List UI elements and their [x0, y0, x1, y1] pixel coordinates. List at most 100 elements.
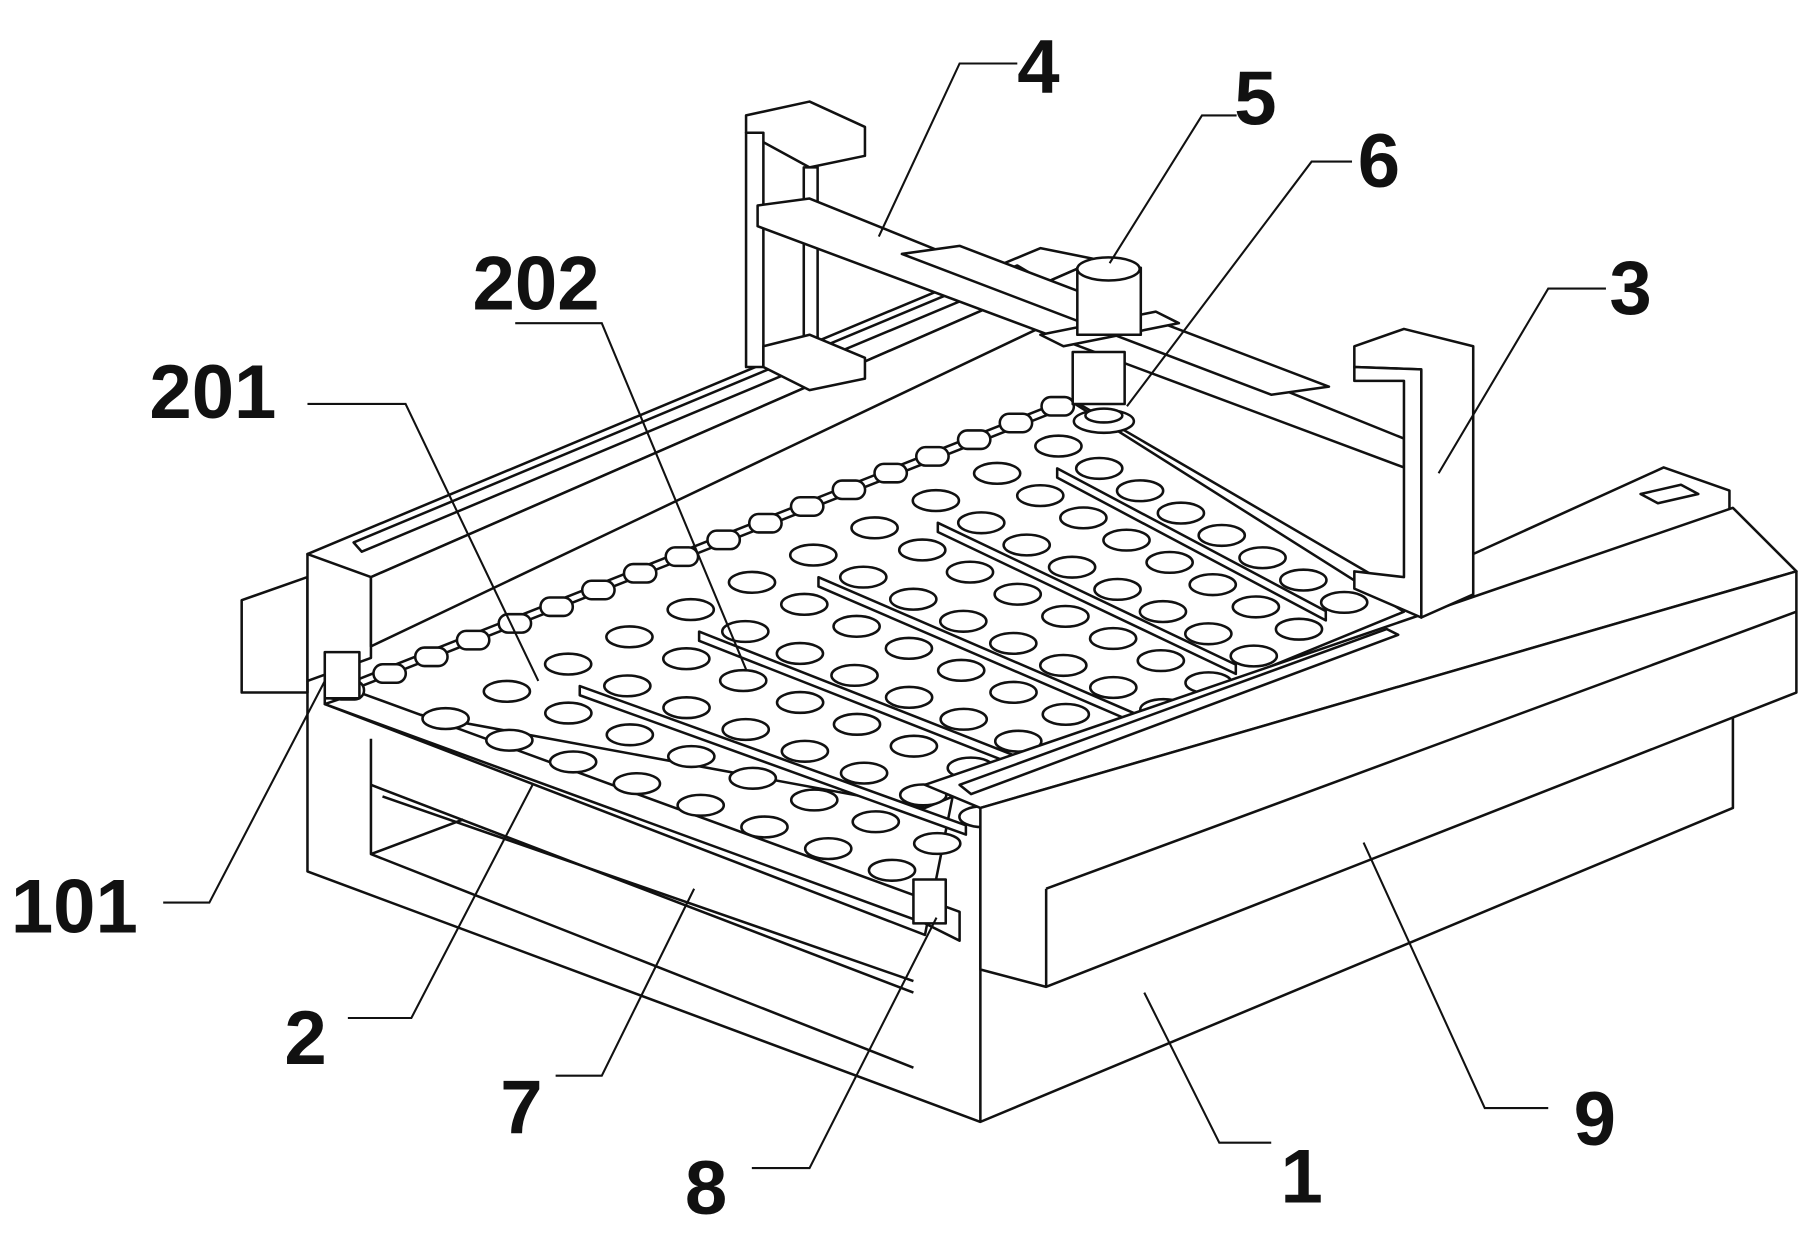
tray-hole: [614, 773, 660, 794]
tray-hole: [852, 517, 898, 538]
roller: [791, 497, 823, 515]
tray-hole: [606, 626, 652, 647]
tray-hole: [834, 616, 880, 637]
tray-hole: [668, 599, 714, 620]
label-7: 7: [500, 1065, 542, 1150]
tray-hole: [1060, 507, 1106, 528]
label-101: 101: [11, 865, 138, 950]
tray-hole: [913, 490, 959, 511]
tray-hole: [890, 589, 936, 610]
roller: [1042, 397, 1074, 415]
tray-hole: [1138, 650, 1184, 671]
tray-hole: [899, 540, 945, 561]
tray-hole: [914, 833, 960, 854]
tray-hole: [1140, 601, 1186, 622]
tray-hole: [607, 724, 653, 745]
tray-hole: [1035, 436, 1081, 457]
tray-hole: [938, 660, 984, 681]
gantry-right-post: [1354, 329, 1473, 618]
tray-hole: [834, 714, 880, 735]
tray-hole: [1117, 480, 1163, 501]
tray-hole: [941, 709, 987, 730]
label-6: 6: [1358, 119, 1400, 204]
block-8: [913, 880, 945, 924]
tray-hole: [840, 567, 886, 588]
roller: [708, 531, 740, 549]
tray-hole: [720, 670, 766, 691]
tray-hole: [947, 562, 993, 583]
tray-hole: [1147, 552, 1193, 573]
label-3: 3: [1609, 246, 1651, 331]
tray-hole: [995, 584, 1041, 605]
tray-hole: [723, 719, 769, 740]
tray-hole: [423, 708, 469, 729]
roller: [373, 664, 405, 682]
tray-hole: [869, 860, 915, 881]
label-1: 1: [1280, 1135, 1322, 1220]
tray-hole: [1042, 606, 1088, 627]
tray-hole: [1321, 592, 1367, 613]
tray-hole: [663, 648, 709, 669]
roller: [1000, 414, 1032, 432]
roller: [624, 564, 656, 582]
tray-hole: [940, 611, 986, 632]
tray-hole: [1190, 574, 1236, 595]
tray-hole: [853, 811, 899, 832]
tray-hole: [604, 675, 650, 696]
label-2: 2: [284, 996, 326, 1081]
tray-hole: [990, 633, 1036, 654]
label-201: 201: [149, 350, 276, 435]
tray-hole: [805, 838, 851, 859]
tray-hole: [1094, 579, 1140, 600]
tray-hole: [777, 643, 823, 664]
label-5: 5: [1234, 57, 1276, 142]
tray-hole: [1103, 530, 1149, 551]
tray-hole: [1280, 570, 1326, 591]
tray-hole: [550, 752, 596, 773]
tray-hole: [484, 681, 530, 702]
tray-hole: [777, 692, 823, 713]
tray-hole: [891, 736, 937, 757]
roller: [875, 464, 907, 482]
label-8: 8: [685, 1146, 727, 1231]
tray-hole: [1276, 619, 1322, 640]
tray-hole: [781, 594, 827, 615]
tray-hole: [545, 654, 591, 675]
tray-hole: [974, 463, 1020, 484]
tray-hole: [782, 741, 828, 762]
label-4: 4: [1017, 24, 1059, 109]
tray-hole: [1185, 623, 1231, 644]
block-101: [325, 652, 360, 698]
tray-hole: [1043, 704, 1089, 725]
tray-hole: [791, 790, 837, 811]
tray-hole: [1090, 677, 1136, 698]
label-9: 9: [1574, 1077, 1616, 1162]
roller: [958, 430, 990, 448]
roller: [749, 514, 781, 532]
roller: [833, 481, 865, 499]
tray-hole: [841, 763, 887, 784]
tray-hole: [886, 638, 932, 659]
roller: [457, 631, 489, 649]
tray-hole: [1231, 646, 1277, 667]
tray-hole: [486, 730, 532, 751]
tray-hole: [729, 572, 775, 593]
tray-hole: [1004, 535, 1050, 556]
tray-hole: [663, 697, 709, 718]
tray-hole: [730, 768, 776, 789]
roller: [415, 648, 447, 666]
tray-hole: [1076, 458, 1122, 479]
label-202: 202: [473, 241, 600, 326]
tray-hole: [1017, 485, 1063, 506]
tray-hole: [1233, 597, 1279, 618]
tray-hole: [1090, 628, 1136, 649]
roller: [540, 597, 572, 615]
tray-hole: [790, 545, 836, 566]
tray-hole: [831, 665, 877, 686]
tray-hole: [1040, 655, 1086, 676]
roller: [916, 447, 948, 465]
roller: [666, 547, 698, 565]
tray-hole: [1199, 525, 1245, 546]
